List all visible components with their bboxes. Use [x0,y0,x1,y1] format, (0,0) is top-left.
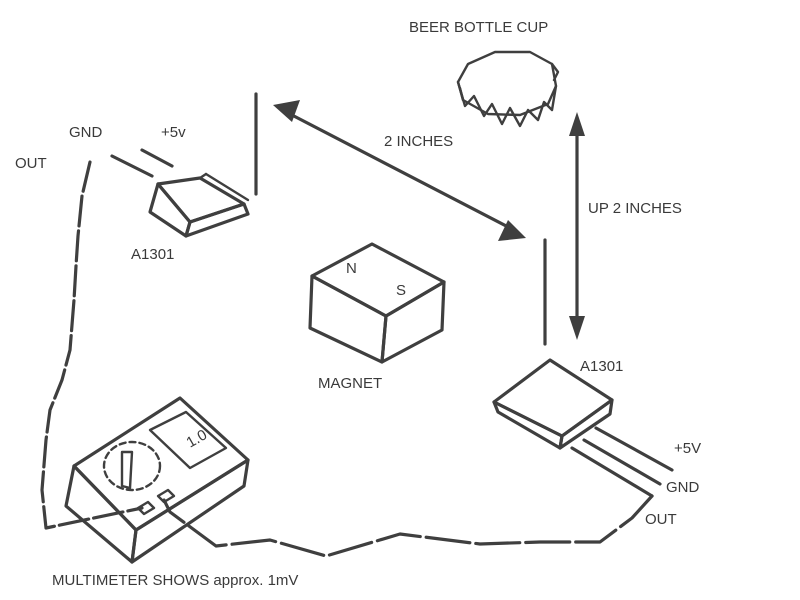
height-label: UP 2 INCHES [588,200,682,217]
magnet-north-label: N [346,260,357,277]
beer-bottle-cup [456,50,560,128]
arrowhead-down-icon [569,316,585,340]
beer-bottle-cup-label: BEER BOTTLE CUP [409,19,548,36]
height-arrow [569,112,585,340]
magnet-label: MAGNET [318,375,382,392]
probe-jack-common [136,500,156,516]
magnet: N S [308,242,446,364]
right-gnd-label: GND [666,479,700,496]
left-out-wire [40,160,144,530]
distance-label: 2 INCHES [384,133,453,150]
right-hall-sensor [492,238,674,498]
left-sensor-label: A1301 [131,246,174,263]
right-out-wire [162,494,654,558]
left-plus5v-label: +5v [161,124,186,141]
right-plus5v-label: +5V [674,440,701,457]
magnet-south-label: S [396,282,406,299]
dial-pointer-icon [120,450,134,490]
left-out-label: OUT [15,155,47,172]
distance-arrow [273,100,526,241]
selector-dial [102,440,162,492]
meter-display [148,410,228,470]
left-hall-sensor [110,92,258,238]
arrowhead-right-icon [498,220,526,241]
probe-jack-volts [156,488,176,504]
arrowhead-up-icon [569,112,585,136]
multimeter: 1.0 [64,396,250,564]
arrowhead-left-icon [273,100,300,122]
right-sensor-label: A1301 [580,358,623,375]
multimeter-caption: MULTIMETER SHOWS approx. 1mV [52,572,298,589]
left-gnd-label: GND [69,124,103,141]
right-out-label: OUT [645,511,677,528]
